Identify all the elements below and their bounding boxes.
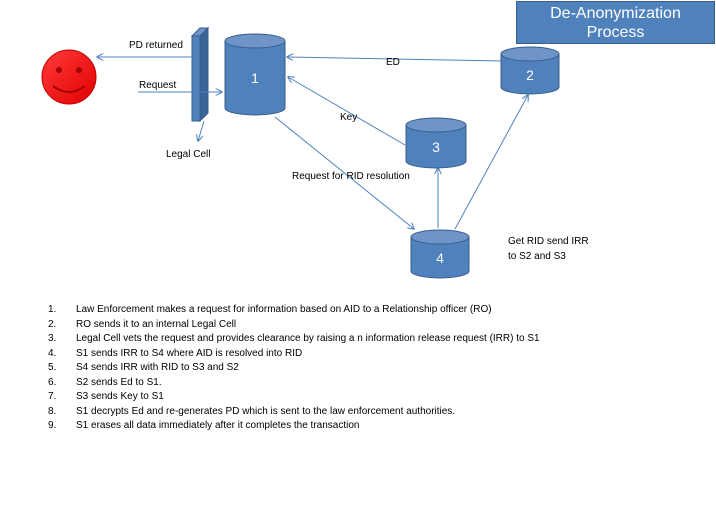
step-number: 5. (48, 362, 57, 373)
get-rid-label-line1: Get RID send IRR (508, 236, 589, 247)
step-item: 7. S3 sends Key to S1 (42, 390, 540, 405)
step-text: S1 decrypts Ed and re-generates PD which… (76, 405, 456, 417)
get-rid-label-line2: to S2 and S3 (508, 251, 566, 262)
node-label-s2: 2 (526, 67, 534, 83)
legal-cell-label: Legal Cell (166, 149, 210, 160)
step-number: 2. (48, 318, 57, 330)
key-arrow (288, 77, 406, 146)
step-item: 2. RO sends it to an internal Legal Cell (42, 318, 540, 333)
law-enforcement-face-icon (41, 49, 97, 105)
step-item: 4. S1 sends IRR to S4 where AID is resolv… (42, 347, 540, 362)
step-item: 9. S1 erases all data immediately after i… (42, 419, 540, 434)
title-line-1: De-Anonymization (550, 5, 681, 22)
step-text: Law Enforcement makes a request for info… (76, 304, 492, 315)
step-item: 1. Law Enforcement makes a request for in… (42, 303, 540, 318)
step-number: 7. (48, 391, 57, 402)
step-number: 3. (48, 333, 57, 344)
cylinder-s3: 3 (405, 117, 467, 169)
cylinder-s2: 2 (500, 46, 560, 95)
step-text: S1 sends IRR to S4 where AID is resolved… (76, 347, 303, 359)
key-label: Key (340, 112, 357, 123)
title-line-2: Process (586, 24, 645, 41)
step-number: 9. (48, 420, 57, 431)
step-text: S3 sends Key to S1 (76, 391, 164, 402)
process-title-box: De-Anonymization Process (516, 1, 715, 44)
request-label: Request (139, 80, 176, 91)
step-number: 8. (48, 405, 57, 417)
cylinder-s1: 1 (224, 33, 286, 116)
node-label-s4: 4 (436, 250, 444, 266)
legal-cell-bar (190, 26, 210, 123)
step-text: S2 sends Ed to S1. (76, 376, 162, 388)
steps-list: 1. Law Enforcement makes a request for in… (42, 303, 540, 434)
step-text: Legal Cell vets the request and provides… (76, 333, 540, 344)
step-item: 5. S4 sends IRR with RID to S3 and S2 (42, 361, 540, 376)
rid-resolution-arrow (274, 116, 414, 229)
step-text: S4 sends IRR with RID to S3 and S2 (76, 362, 239, 373)
step-item: 6. S2 sends Ed to S1. (42, 376, 540, 391)
s4-to-s2-arrow (454, 95, 528, 230)
step-number: 6. (48, 376, 57, 388)
ed-label: ED (386, 57, 400, 68)
ed-arrow (287, 57, 503, 62)
step-text: S1 erases all data immediately after it … (76, 420, 360, 431)
node-label-s1: 1 (251, 70, 259, 86)
step-number: 1. (48, 304, 57, 315)
pd-returned-label: PD returned (129, 40, 183, 51)
step-item: 8. S1 decrypts Ed and re-generates PD whi… (42, 405, 540, 420)
legal-cell-arrow (198, 120, 205, 141)
step-text: RO sends it to an internal Legal Cell (76, 318, 237, 330)
cylinder-s4: 4 (410, 229, 470, 279)
step-number: 4. (48, 347, 57, 359)
node-label-s3: 3 (432, 139, 440, 155)
rid-resolution-label: Request for RID resolution (292, 171, 410, 182)
step-item: 3. Legal Cell vets the request and provid… (42, 332, 540, 347)
